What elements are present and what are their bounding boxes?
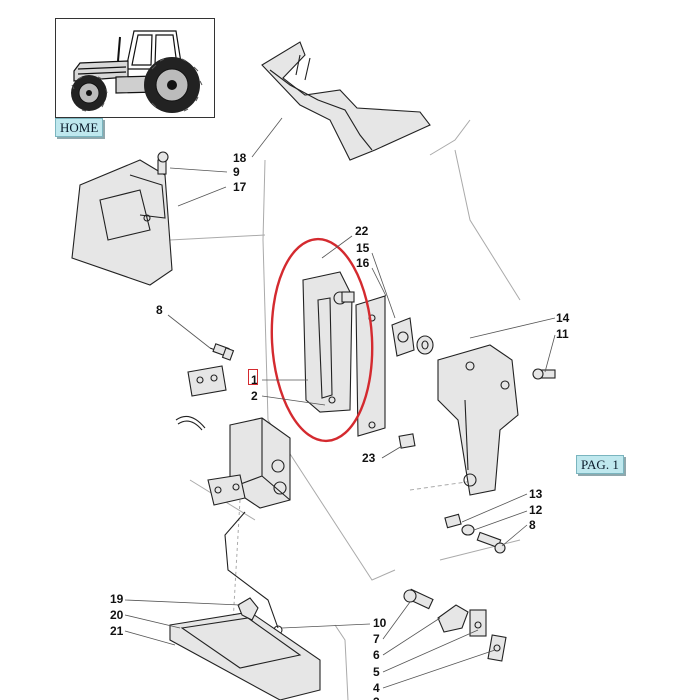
callout-22: 22 bbox=[355, 224, 369, 238]
callout-8-upper: 8 bbox=[156, 303, 163, 317]
page-1-button[interactable]: PAG. 1 bbox=[576, 455, 624, 474]
spacer-part bbox=[398, 433, 416, 449]
latch-box-part bbox=[207, 417, 291, 509]
callout-21: 21 bbox=[110, 624, 124, 638]
washer-part bbox=[391, 317, 434, 357]
leader-lines bbox=[124, 117, 556, 689]
callout-15: 15 bbox=[356, 241, 370, 255]
callout-12: 12 bbox=[529, 503, 543, 517]
tray-part bbox=[169, 597, 321, 700]
tractor-thumbnail[interactable] bbox=[55, 18, 215, 118]
callout-2: 2 bbox=[251, 389, 258, 403]
callout-23: 23 bbox=[362, 451, 376, 465]
home-button[interactable]: HOME bbox=[55, 118, 104, 137]
callout-16: 16 bbox=[356, 256, 370, 270]
bracket-part bbox=[187, 365, 227, 397]
handle-part bbox=[302, 271, 355, 413]
callout-17: 17 bbox=[233, 180, 247, 194]
callout-6: 6 bbox=[373, 648, 380, 662]
callout-3: 3 bbox=[373, 695, 380, 700]
callout-9: 9 bbox=[233, 165, 240, 179]
callout-5: 5 bbox=[373, 665, 380, 679]
tractor-icon bbox=[71, 30, 203, 113]
callout-14: 14 bbox=[556, 311, 570, 325]
callout-20: 20 bbox=[110, 608, 124, 622]
callout-11: 11 bbox=[556, 327, 569, 341]
callout-13: 13 bbox=[529, 487, 543, 501]
callout-labels: 18 9 17 22 15 16 8 14 11 1 2 23 13 12 8 … bbox=[110, 151, 570, 700]
callout-7: 7 bbox=[373, 632, 380, 646]
fastener-set-part bbox=[444, 513, 506, 554]
floor-mat-part bbox=[261, 41, 431, 161]
callout-10: 10 bbox=[373, 616, 387, 630]
selected-part-marker[interactable] bbox=[248, 369, 258, 385]
spring-clip-part bbox=[175, 415, 206, 431]
pin-assembly-part bbox=[403, 588, 507, 662]
cover-housing-part bbox=[71, 151, 173, 286]
callout-19: 19 bbox=[110, 592, 124, 606]
callout-1: 1 bbox=[251, 373, 258, 387]
selected-part-highlight bbox=[270, 237, 374, 443]
callout-4: 4 bbox=[373, 681, 380, 695]
support-bracket-part bbox=[437, 344, 519, 496]
bolt-part bbox=[209, 343, 235, 361]
callout-18: 18 bbox=[233, 151, 247, 165]
screw-part bbox=[532, 368, 556, 380]
callout-8-lower: 8 bbox=[529, 518, 536, 532]
